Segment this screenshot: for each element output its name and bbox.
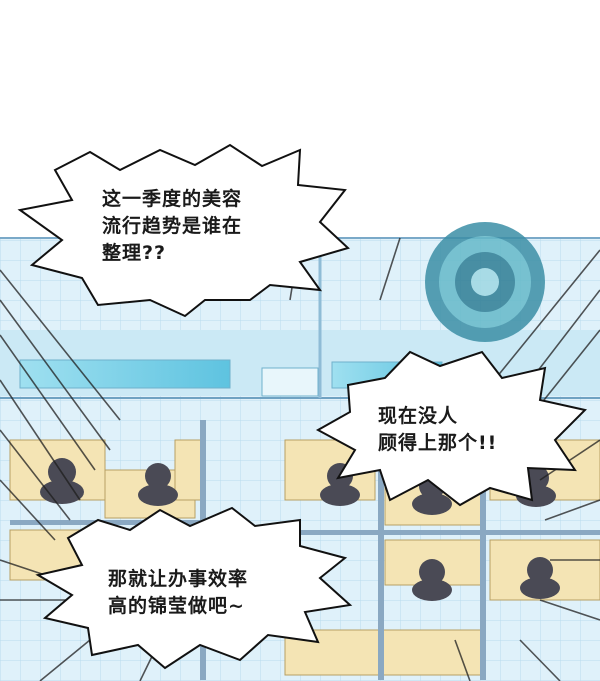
speech-bubble-1 bbox=[17, 143, 350, 318]
speech-line: 那就让办事效率 bbox=[108, 568, 249, 590]
speech-text-2: 现在没人 顾得上那个!! bbox=[378, 403, 497, 457]
speech-line: 这一季度的美容 bbox=[102, 188, 243, 210]
speech-text-3: 那就让办事效率 高的锦莹做吧~ bbox=[108, 566, 248, 620]
window-left bbox=[19, 359, 231, 389]
speech-bubble-2 bbox=[315, 350, 587, 507]
speech-line: 现在没人 bbox=[378, 405, 459, 427]
round-lobby-feature bbox=[425, 222, 545, 342]
speech-text-1: 这一季度的美容 流行趋势是谁在 整理?? bbox=[102, 186, 242, 267]
speech-line: 整理?? bbox=[102, 242, 167, 264]
speech-line: 顾得上那个!! bbox=[378, 432, 498, 454]
speech-line: 流行趋势是谁在 bbox=[102, 215, 243, 237]
window-center bbox=[261, 367, 319, 397]
speech-bubble-3 bbox=[35, 506, 353, 670]
speech-line: 高的锦莹做吧~ bbox=[108, 595, 245, 617]
